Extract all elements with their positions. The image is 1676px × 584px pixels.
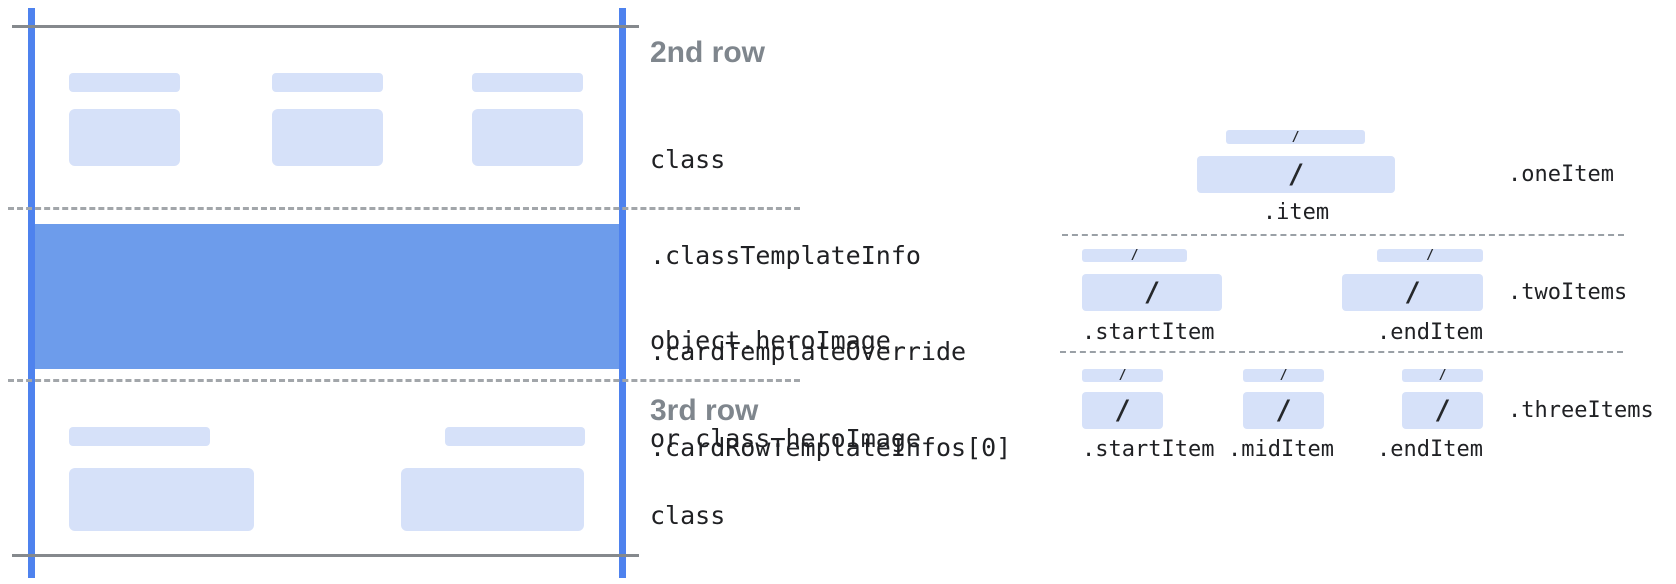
slash-glyph: / <box>1291 129 1300 145</box>
one-item-label-bar: / <box>1226 130 1365 144</box>
row2-col1-value-bar <box>69 109 180 166</box>
row3-end-value-bar <box>401 468 584 531</box>
three-items-end-label: .endItem <box>1377 437 1483 462</box>
row3-end-label-bar <box>445 427 585 446</box>
three-items-end-value-bar: / <box>1402 392 1483 429</box>
guide-line-right <box>619 8 626 578</box>
three-items-end-label-bar: / <box>1402 369 1483 382</box>
code-line: class <box>650 501 726 530</box>
slash-glyph: / <box>1438 368 1447 383</box>
two-items-start-value-bar: / <box>1082 274 1222 311</box>
frame-line-bottom <box>12 554 639 557</box>
three-items-mid-label-bar: / <box>1243 369 1324 382</box>
slash-glyph: / <box>1118 368 1127 383</box>
three-items-start-value-bar: / <box>1082 392 1163 429</box>
row3-code-block: class .classTemplateInfo .cardTemplateOv… <box>650 438 1011 584</box>
two-items-end-label-bar: / <box>1377 249 1483 262</box>
two-items-end-label: .endItem <box>1377 320 1483 345</box>
row3-start-label-bar <box>69 427 210 446</box>
row2-col2-value-bar <box>272 109 383 166</box>
row-divider-dashed-top <box>8 207 800 210</box>
slash-glyph: / <box>1287 159 1305 190</box>
code-line: or class.heroImage <box>650 424 921 453</box>
row2-code-block: class .classTemplateInfo .cardTemplateOv… <box>650 80 1011 528</box>
two-items-group-label: .twoItems <box>1508 280 1628 305</box>
three-items-group-label: .threeItems <box>1508 398 1654 423</box>
code-line: object.heroImage <box>650 326 891 355</box>
code-line: .cardTemplateOverride <box>650 337 967 366</box>
hero-image-band <box>35 224 619 369</box>
row2-col3-label-bar <box>472 73 583 92</box>
row2-col3-value-bar <box>472 109 583 166</box>
slash-glyph: / <box>1143 277 1161 308</box>
slash-glyph: / <box>1426 248 1434 263</box>
slash-glyph: / <box>1279 368 1288 383</box>
row3-start-value-bar <box>69 468 254 531</box>
one-item-group-label: .oneItem <box>1508 162 1614 187</box>
one-item-item-label: .item <box>1262 200 1330 225</box>
row3-title: 3rd row <box>650 394 759 427</box>
slash-glyph: / <box>1130 248 1139 263</box>
row2-col2-label-bar <box>272 73 383 92</box>
slash-glyph: / <box>1275 395 1292 426</box>
right-divider-dashed-2 <box>1060 351 1623 353</box>
row2-title: 2nd row <box>650 36 766 69</box>
code-line: .classTemplateInfo <box>650 241 921 270</box>
two-items-start-label: .startItem <box>1082 320 1215 345</box>
three-items-start-label: .startItem <box>1082 437 1215 462</box>
row-divider-dashed-bottom <box>8 379 800 382</box>
code-line: .cardRowTemplateInfos[0] <box>650 433 1012 462</box>
slash-glyph: / <box>1404 277 1421 308</box>
three-items-mid-value-bar: / <box>1243 392 1324 429</box>
guide-line-left <box>28 8 35 578</box>
row2-col1-label-bar <box>69 73 180 92</box>
three-items-mid-label: .midItem <box>1228 437 1334 462</box>
right-divider-dashed-1 <box>1062 234 1624 236</box>
frame-line-top <box>12 25 639 28</box>
two-items-start-label-bar: / <box>1082 249 1187 262</box>
slash-glyph: / <box>1434 395 1451 426</box>
two-items-end-value-bar: / <box>1342 274 1483 311</box>
three-items-start-label-bar: / <box>1082 369 1163 382</box>
code-line: class <box>650 145 726 174</box>
one-item-value-bar: / <box>1197 156 1395 193</box>
slash-glyph: / <box>1114 395 1131 426</box>
hero-code-block: object.heroImage or class.heroImage <box>650 258 921 520</box>
